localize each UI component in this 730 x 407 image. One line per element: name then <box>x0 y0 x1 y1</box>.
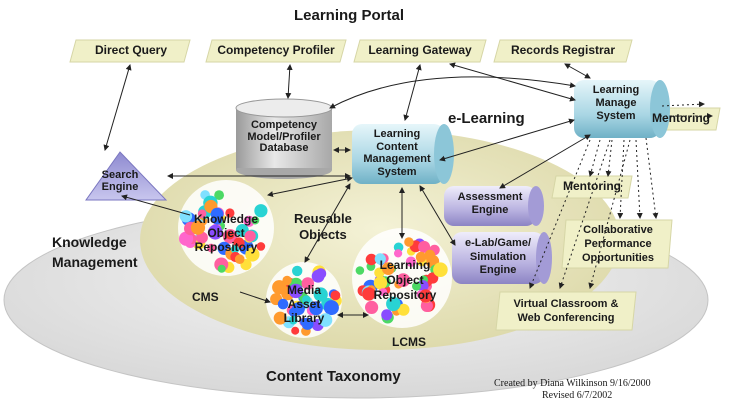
repository-object-ball <box>210 207 224 221</box>
repository-object-ball <box>394 249 403 258</box>
repository-object-ball <box>225 230 235 240</box>
repository-object-ball <box>214 190 225 201</box>
repository-object-ball <box>365 300 379 314</box>
lcms-label: LCMS <box>392 335 426 349</box>
repository-object-ball <box>420 299 433 312</box>
repository-object-ball <box>393 242 404 253</box>
repository-object-ball <box>397 303 410 316</box>
repository-object-ball <box>196 231 208 244</box>
credit-line-1: Created by Diana Wilkinson 9/16/2000 <box>494 378 651 389</box>
repository-object-ball <box>302 295 311 305</box>
media-asset-library <box>266 262 342 338</box>
repository-object-ball <box>301 277 315 290</box>
repository-object-ball <box>373 276 388 290</box>
repository-object-ball <box>323 300 339 316</box>
repository-object-ball <box>300 318 309 327</box>
repository-object-ball <box>381 262 395 275</box>
virtual-classroom-label: Virtual Classroom &Web Conferencing <box>513 298 619 324</box>
elearning-label: e-Learning <box>448 110 525 127</box>
repository-object-ball <box>415 251 427 263</box>
repository-object-ball <box>365 253 378 266</box>
elab-cylinder <box>452 232 552 284</box>
repository-object-ball <box>404 237 414 247</box>
repository-object-ball <box>230 245 240 254</box>
connector-arrows <box>103 62 591 318</box>
repository-object-ball <box>234 254 245 264</box>
repository-object-ball <box>433 262 448 278</box>
repository-object-ball <box>309 301 323 316</box>
repository-object-ball <box>318 313 333 327</box>
repository-object-ball <box>424 249 436 261</box>
dotted-arrows <box>529 101 713 289</box>
repository-object-ball <box>381 309 393 321</box>
repository-object-ball <box>206 243 216 253</box>
repository-object-ball <box>217 264 226 273</box>
virtual-plate <box>495 291 637 331</box>
content-taxonomy-label: Content Taxonomy <box>266 368 401 385</box>
lms-cylinder <box>574 80 670 138</box>
repository-object-ball <box>355 266 365 275</box>
direct-query-item: Direct Query <box>94 43 168 57</box>
repository-object-ball <box>292 265 303 277</box>
repository-object-ball <box>225 208 235 218</box>
repository-object-ball <box>273 311 287 325</box>
repository-object-ball <box>288 283 303 299</box>
collab-plate <box>561 219 673 269</box>
repository-object-ball <box>330 290 341 301</box>
repository-object-ball <box>197 209 207 218</box>
competency-profiler-item: Competency Profiler <box>217 43 335 57</box>
repository-object-ball <box>291 326 300 335</box>
mentoring-item-1: Mentoring <box>652 111 710 125</box>
repository-object-ball <box>244 230 256 242</box>
page-title: Learning Portal <box>294 7 405 24</box>
repository-object-ball <box>379 288 388 297</box>
repository-object-ball <box>251 216 260 225</box>
cms-label: CMS <box>192 290 219 304</box>
repository-object-ball <box>362 287 376 301</box>
repository-object-ball <box>419 289 433 303</box>
repository-object-ball <box>207 224 223 240</box>
repository-object-ball <box>315 268 327 279</box>
repository-object-ball <box>272 280 287 295</box>
repository-object-ball <box>405 256 417 267</box>
repository-object-ball <box>412 281 421 291</box>
repository-object-ball <box>179 210 193 223</box>
repository-object-ball <box>374 253 386 265</box>
mentoring-item-2: Mentoring <box>563 179 621 193</box>
repository-object-ball <box>245 247 260 262</box>
records-registrar-item: Records Registrar <box>510 43 616 57</box>
repository-object-ball <box>396 273 411 287</box>
repository-object-ball <box>277 298 289 310</box>
credit-line-2: Revised 6/7/2002 <box>542 390 613 401</box>
repository-object-ball <box>190 220 206 235</box>
knowledge-object-repository <box>178 180 274 276</box>
portal-plates <box>69 39 633 63</box>
assessment-cylinder <box>444 186 544 226</box>
repository-object-ball <box>256 242 266 251</box>
repository-object-ball <box>254 204 268 218</box>
repository-object-ball <box>289 315 298 325</box>
repository-object-ball <box>313 287 328 302</box>
repository-object-ball <box>386 296 401 312</box>
repository-object-ball <box>374 267 385 278</box>
repository-object-ball <box>292 302 305 316</box>
learning-gateway-item: Learning Gateway <box>368 43 472 57</box>
